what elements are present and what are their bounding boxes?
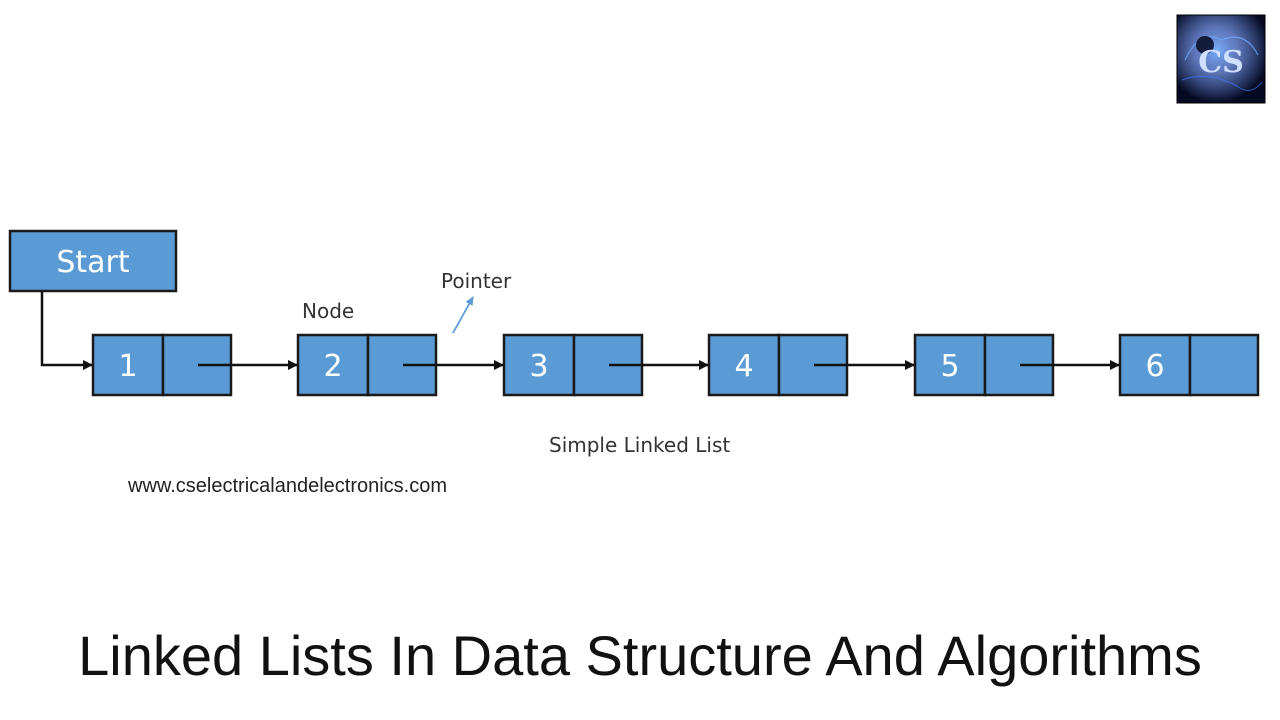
node-data-cell [1118, 333, 1192, 397]
start-box: Start [8, 229, 178, 293]
node-3: 3 [502, 333, 644, 397]
pointer-label: Pointer [441, 269, 512, 293]
node-6: 6 [1118, 333, 1260, 397]
node-5: 5 [913, 333, 1055, 397]
pointer-indicator-arrow [452, 296, 474, 334]
diagram-caption: Simple Linked List [549, 433, 730, 457]
node-value: 4 [734, 349, 753, 384]
node-value: 3 [529, 349, 548, 384]
node-4: 4 [707, 333, 849, 397]
node-label: Node [302, 299, 354, 323]
page-title: Linked Lists In Data Structure And Algor… [78, 624, 1202, 687]
start-label: Start [56, 245, 130, 280]
node-value: 2 [323, 349, 342, 384]
website-url: www.cselectricalandelectronics.com [127, 475, 447, 497]
node-value: 5 [940, 349, 959, 384]
node-value: 6 [1145, 349, 1164, 384]
node-pointer-cell [1188, 333, 1260, 397]
node-pointer-cell [572, 333, 644, 397]
logo-letters: CS [1198, 45, 1244, 80]
brand-logo: CS [1176, 14, 1266, 104]
node-data-cell [91, 333, 165, 397]
node-data-cell [913, 333, 987, 397]
start-connector [40, 291, 93, 370]
node-value: 1 [118, 349, 137, 384]
node-data-cell [502, 333, 576, 397]
